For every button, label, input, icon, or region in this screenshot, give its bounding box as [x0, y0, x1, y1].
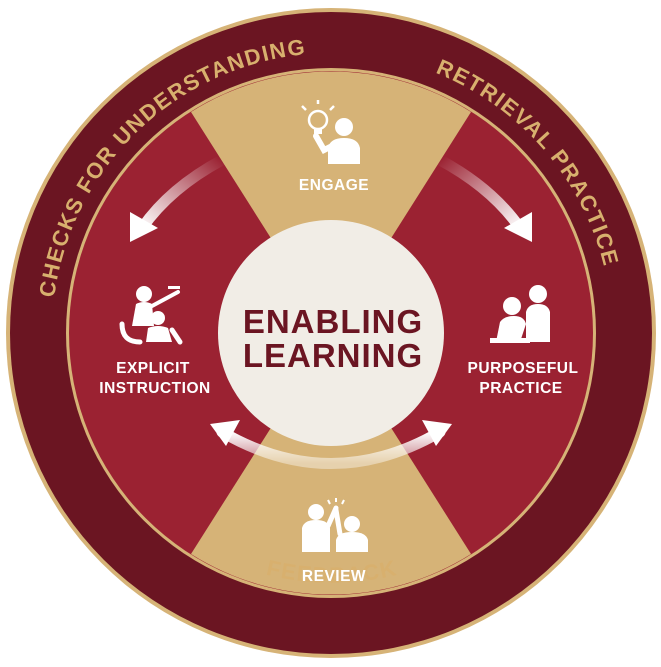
explicit-label-line1: EXPLICIT — [116, 360, 190, 377]
arrow-head-bottom-right — [422, 420, 452, 446]
high-five-icon — [302, 498, 368, 552]
arrow-engage-to-explicit — [136, 154, 228, 234]
arrow-head-right — [504, 212, 532, 242]
review-label: REVIEW — [302, 568, 366, 585]
lightbulb-person-icon — [301, 100, 360, 164]
arrow-head-bottom-left — [210, 420, 240, 446]
arrow-engage-to-purposeful — [434, 154, 526, 234]
teacher-student-icon — [119, 286, 183, 345]
engage-label: ENGAGE — [299, 177, 369, 194]
student-pair-icon — [490, 285, 550, 343]
cycle-arrows — [130, 154, 532, 469]
center-title-line2: LEARNING — [243, 337, 423, 374]
explicit-label-line2: INSTRUCTION — [99, 380, 210, 397]
segment-engage — [191, 71, 471, 333]
arrow-head-left — [130, 212, 158, 242]
arrow-bottom-loop — [216, 426, 446, 469]
purposeful-label-line2: PRACTICE — [479, 380, 562, 397]
center-circle — [218, 220, 444, 446]
purposeful-label-line1: PURPOSEFUL — [468, 360, 579, 377]
center-title-line1: ENABLING — [243, 303, 423, 340]
